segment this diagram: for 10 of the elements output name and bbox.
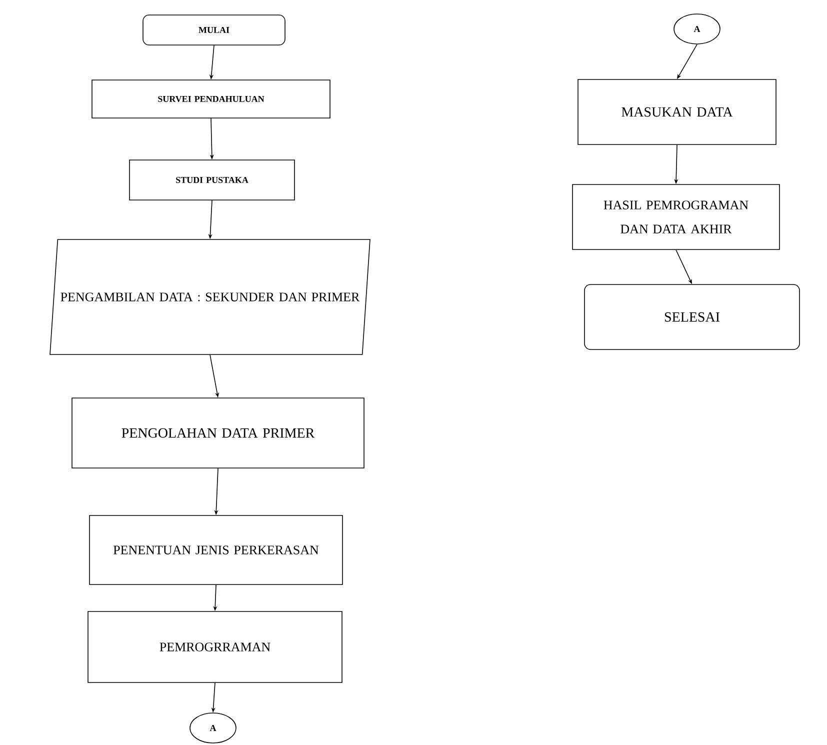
process-box: HASIL PEMROGRAMAN DAN DATA AKHIR [572,184,780,250]
process-box: PENGOLAHAN DATA PRIMER [72,398,364,468]
process-box: PENENTUAN JENIS PERKERASAN [89,515,343,585]
process-box: SURVEI PENDAHULUAN [92,80,330,118]
terminal-box: MULAI [142,14,286,46]
process-box: MASUKAN DATA [578,79,776,145]
process-box: PEMROGRRAMAN [88,611,342,683]
data-parallelogram: PENGAMBILAN DATA : SEKUNDER DAN PRIMER [50,239,370,355]
process-box: STUDI PUSTAKA [129,160,295,200]
terminal-box: SELESAI [584,284,800,350]
